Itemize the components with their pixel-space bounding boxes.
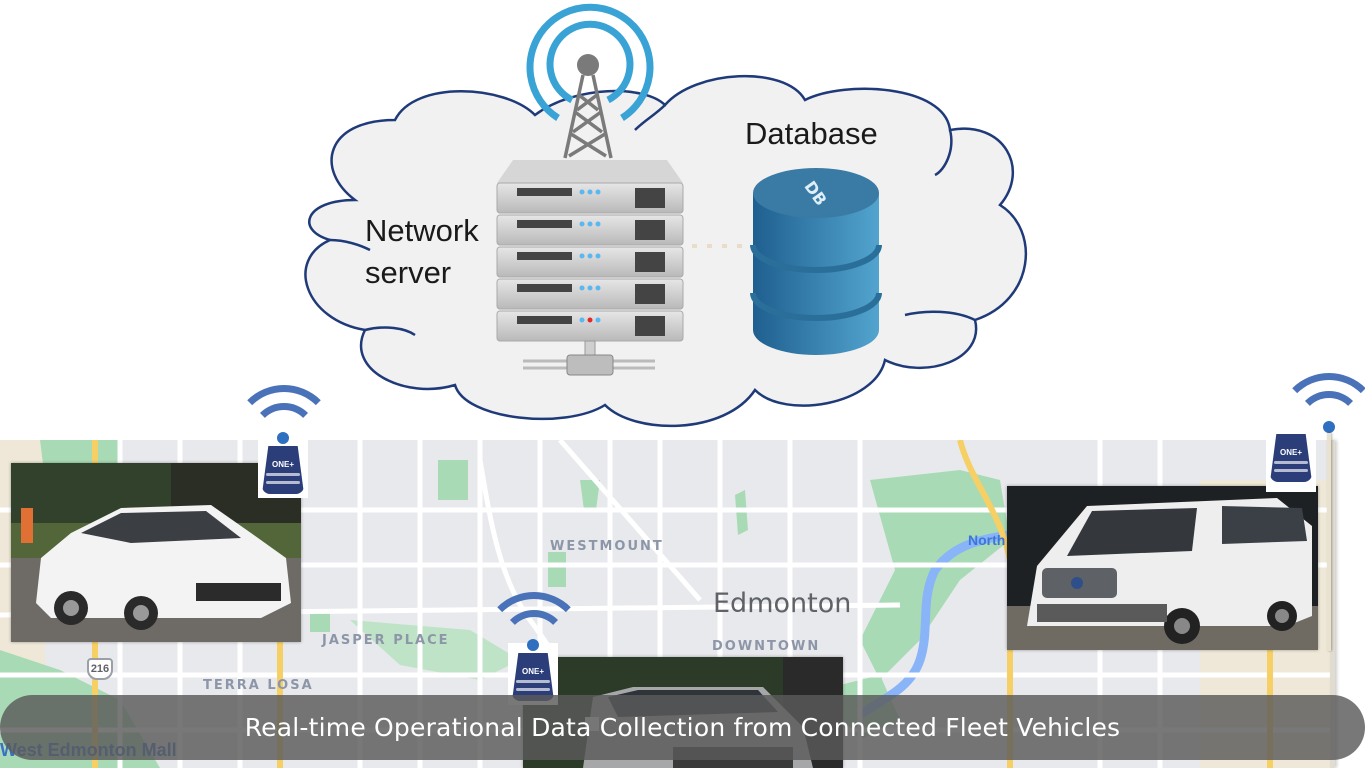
device-signal-outer-icon	[1277, 373, 1365, 477]
obd-device-label: ONE+	[521, 667, 544, 676]
connector-dots	[692, 244, 752, 248]
obd-device-van: ONE+	[1266, 430, 1316, 492]
map-label-downtown: DOWNTOWN	[712, 639, 821, 654]
tower-signal-icon	[526, 3, 654, 121]
network-server-label-line2: server	[365, 255, 452, 290]
vehicle-photo-sedan	[11, 463, 301, 642]
map-river-label: North	[968, 532, 1006, 548]
map-label-westmount: WESTMOUNT	[550, 539, 664, 554]
map-edge	[1330, 440, 1335, 768]
caption-banner: Real-time Operational Data Collection fr…	[0, 695, 1365, 760]
antenna-tower-icon	[563, 54, 613, 159]
database-icon: DB	[750, 168, 882, 355]
network-server-label: Network server	[365, 210, 479, 294]
caption-title: Real-time Operational Data Collection fr…	[244, 713, 1121, 742]
device-signal-inner-icon	[500, 610, 568, 678]
map-label-terra-losa: TERRA LOSA	[203, 678, 314, 693]
obd-device-body: ONE+	[512, 653, 554, 701]
database-label: Database	[745, 116, 878, 151]
device-signal-inner-icon	[1295, 391, 1363, 459]
map-city-label: Edmonton	[713, 588, 852, 619]
device-cable	[1327, 433, 1331, 651]
obd-device-label: ONE+	[1279, 448, 1302, 457]
obd-device-label: ONE+	[271, 460, 294, 469]
device-signal-outer-icon	[482, 592, 586, 696]
device-signal-outer-icon	[232, 385, 336, 489]
network-server-label-line1: Network	[365, 213, 479, 248]
obd-device-sedan: ONE+	[258, 432, 308, 498]
device-led-icon	[277, 432, 289, 444]
obd-device-body: ONE+	[262, 446, 304, 494]
device-signal-inner-icon	[250, 403, 318, 471]
vehicle-photo-van	[1007, 486, 1318, 650]
network-server-icon	[496, 160, 684, 376]
device-led-icon	[527, 639, 539, 651]
map-label-jasper-place: JASPER PLACE	[322, 633, 450, 648]
device-led-icon	[1323, 421, 1335, 433]
highway-shield: 216	[87, 658, 113, 680]
obd-device-body: ONE+	[1270, 434, 1312, 482]
obd-device-pickup: ONE+	[508, 639, 558, 705]
